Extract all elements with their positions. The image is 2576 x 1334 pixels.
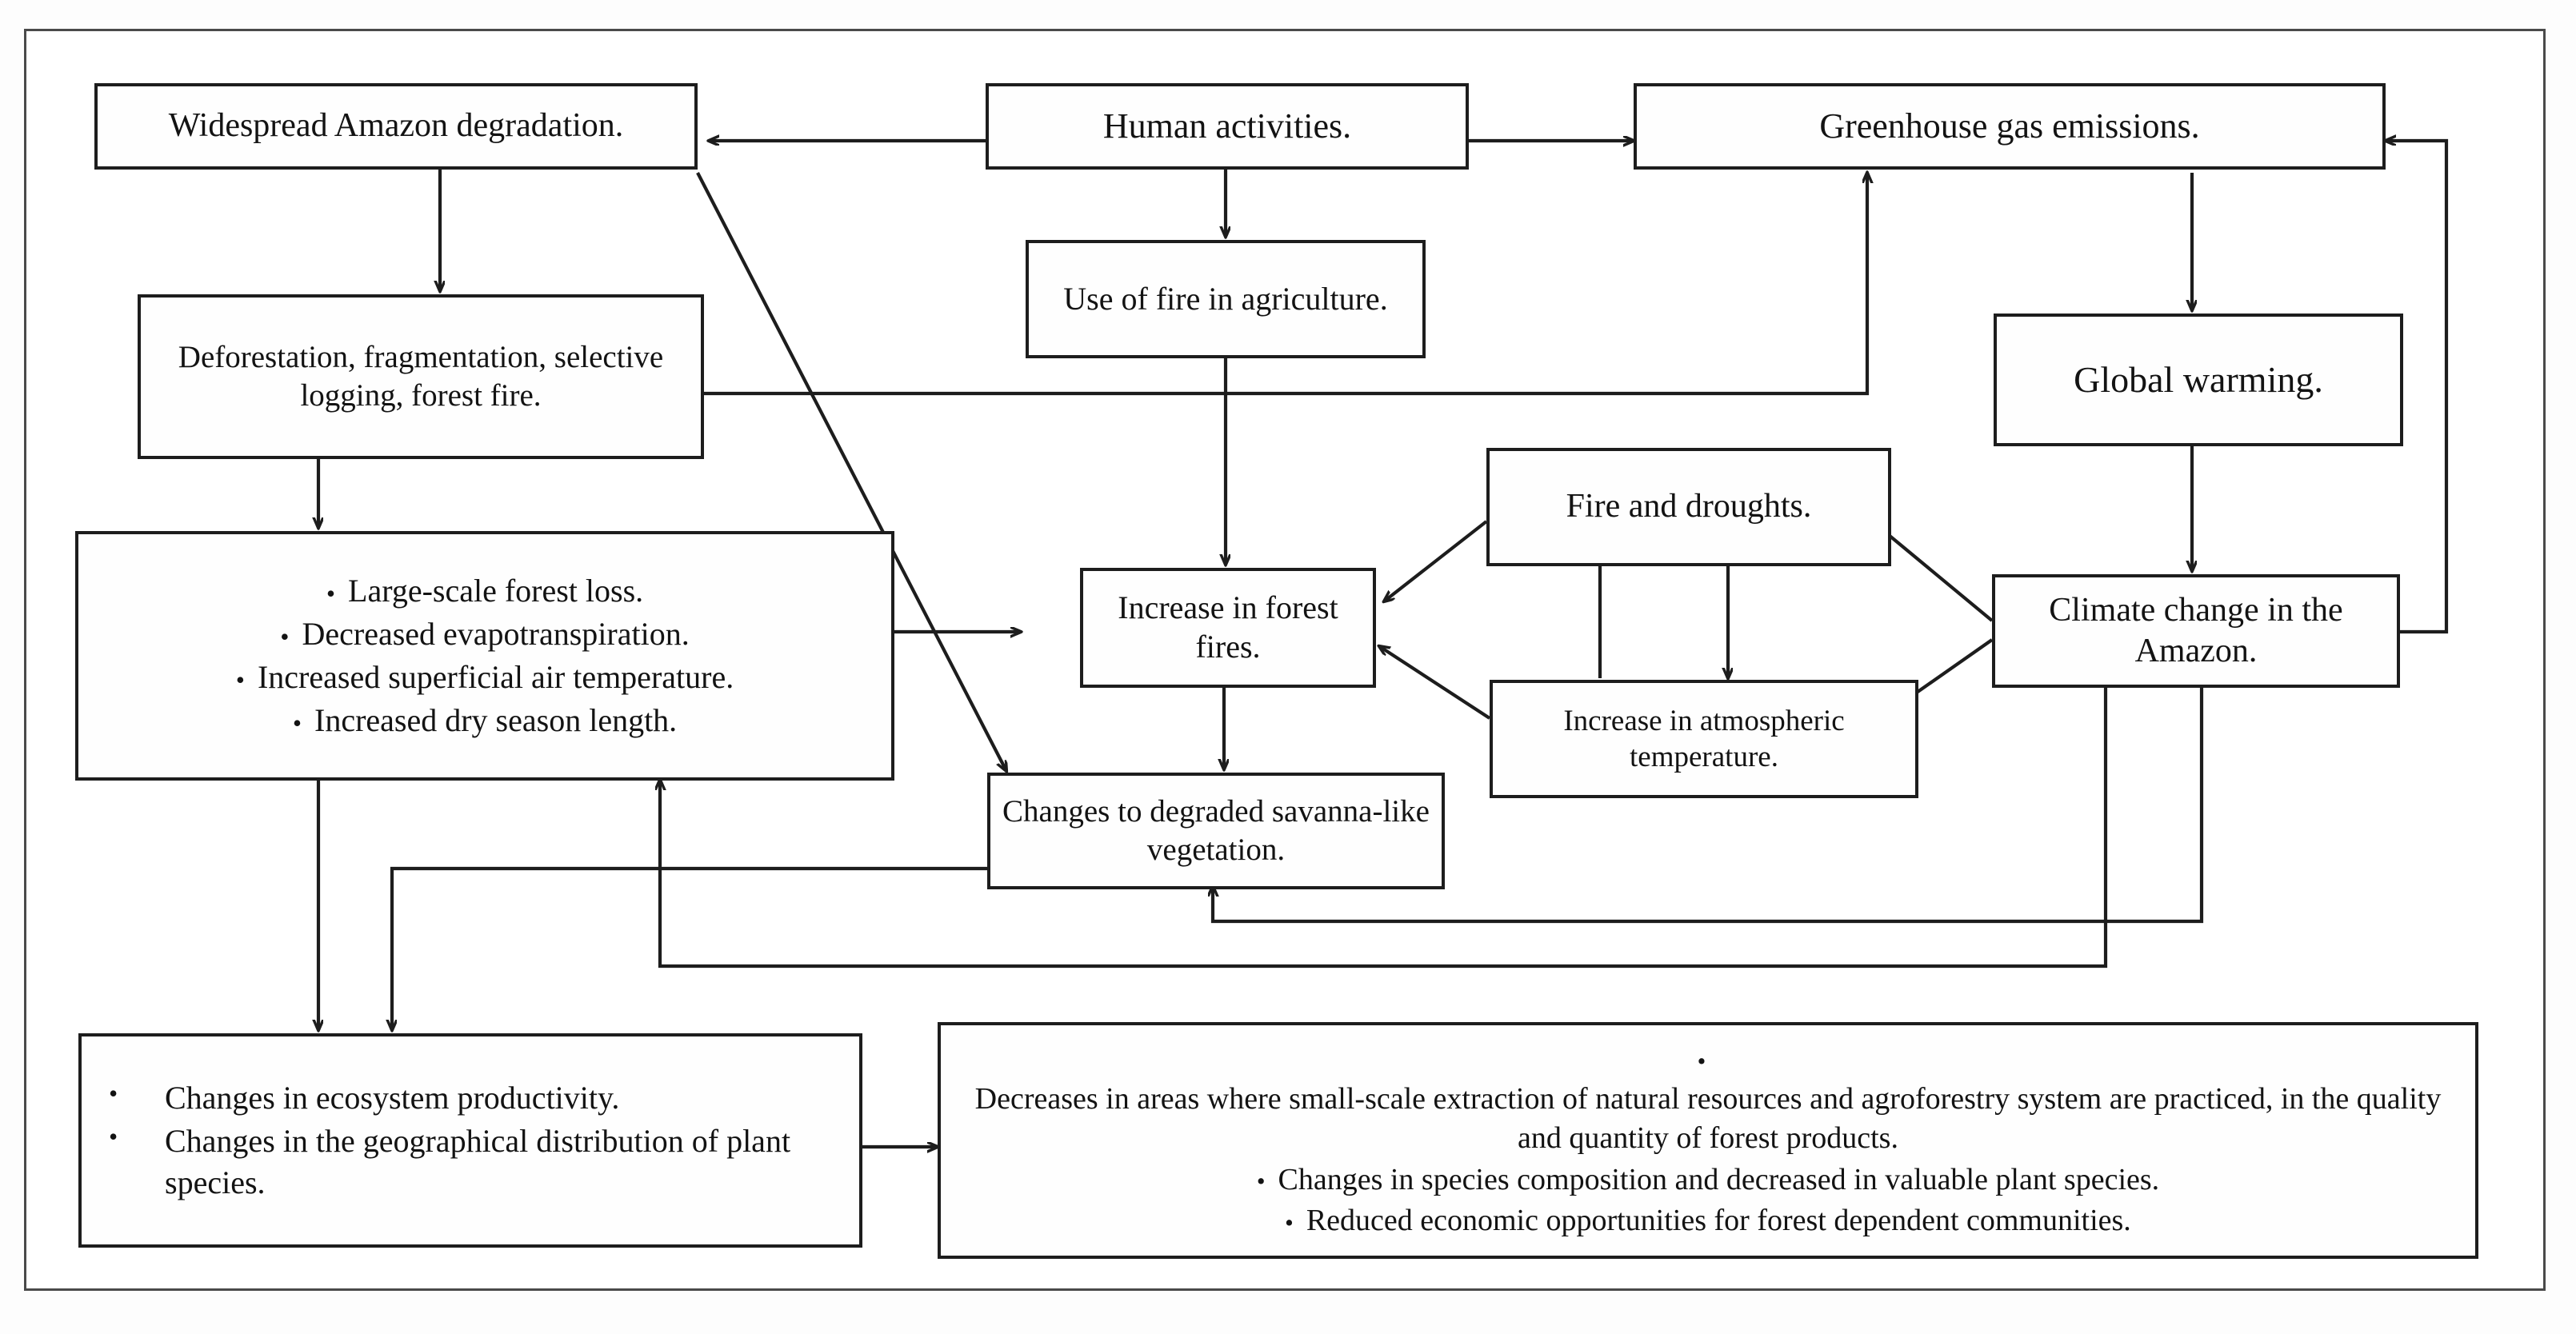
list-item-text: Decreased evapotranspiration. [302,616,690,652]
node-greenhouse-gas-label: Greenhouse gas emissions. [1819,106,2200,146]
bullet-dot: • [280,622,290,652]
node-widespread-degradation-label: Widespread Amazon degradation. [168,107,624,145]
bullet-dot: • [1256,1168,1266,1196]
node-increase-forest-fires[interactable]: Increase in forest fires. [1080,568,1376,688]
bullet-dot: • [235,665,245,695]
node-increase-forest-fires-label: Increase in forest fires. [1118,589,1338,665]
node-deforestation[interactable]: Deforestation, fragmentation, selective … [138,294,704,459]
socioeconomic-items: • Decreases in areas where small-scale ex… [952,1039,2464,1243]
bullet-dot: • [292,709,302,738]
node-atmospheric-temperature[interactable]: Increase in atmospheric temperature. [1490,680,1918,798]
list-item-text: Decreases in areas where small-scale ext… [974,1081,2442,1156]
list-item-text: Changes in ecosystem productivity. [165,1080,620,1116]
node-savanna-vegetation[interactable]: Changes to degraded savanna-like vegetat… [987,773,1445,889]
bullet-dot: • [1285,1208,1294,1236]
node-human-activities-label: Human activities. [1102,106,1352,146]
bullet-dot: • [109,1079,118,1108]
node-global-warming[interactable]: Global warming. [1994,314,2403,446]
list-item-text: Changes in the geographical distribution… [165,1123,791,1200]
bullet-dot: • [109,1122,118,1151]
node-deforestation-label: Deforestation, fragmentation, selective … [178,340,664,413]
node-use-of-fire-label: Use of fire in agriculture. [1063,280,1388,317]
list-item-text: Increased dry season length. [314,702,678,738]
list-item: • Changes in the geographical distributio… [101,1120,856,1204]
list-item: • Reduced economic opportunities for fore… [952,1201,2464,1240]
node-climate-change-label: Climate change in the Amazon. [2049,591,2343,669]
list-item: • Decreased evapotranspiration. [90,613,880,655]
forest-loss-items: • Large-scale forest loss. • Decreased eva… [90,569,880,743]
node-climate-change[interactable]: Climate change in the Amazon. [1992,574,2400,688]
ecosystem-items: • Changes in ecosystem productivity. • Cha… [93,1076,856,1205]
list-item: • Large-scale forest loss. [90,570,880,612]
list-item: • Decreases in areas where small-scale ex… [952,1040,2464,1159]
list-item: • Increased superficial air temperature. [90,657,880,698]
bullet-dot: • [326,579,336,609]
node-use-of-fire[interactable]: Use of fire in agriculture. [1026,240,1426,358]
node-global-warming-label: Global warming. [2074,358,2323,400]
bullet-dot: • [1697,1048,1706,1076]
node-savanna-vegetation-label: Changes to degraded savanna-like vegetat… [1002,794,1430,867]
list-item-text: Large-scale forest loss. [348,573,644,609]
node-socioeconomic-list[interactable]: • Decreases in areas where small-scale ex… [938,1022,2478,1259]
list-item: • Increased dry season length. [90,700,880,741]
list-item-text: Increased superficial air temperature. [257,659,734,695]
node-human-activities[interactable]: Human activities. [986,83,1469,170]
node-forest-loss-list[interactable]: • Large-scale forest loss. • Decreased eva… [75,531,894,781]
list-item: • Changes in species composition and decr… [952,1160,2464,1200]
node-ecosystem-list[interactable]: • Changes in ecosystem productivity. • Cha… [78,1033,862,1248]
node-fire-and-droughts-label: Fire and droughts. [1566,488,1812,525]
list-item: • Changes in ecosystem productivity. [101,1077,856,1119]
node-fire-and-droughts[interactable]: Fire and droughts. [1486,448,1891,566]
node-widespread-degradation[interactable]: Widespread Amazon degradation. [94,83,698,170]
list-item-text: Reduced economic opportunities for fores… [1306,1204,2131,1238]
node-atmospheric-temperature-label: Increase in atmospheric temperature. [1563,704,1845,773]
list-item-text: Changes in species composition and decre… [1278,1162,2160,1196]
node-greenhouse-gas[interactable]: Greenhouse gas emissions. [1634,83,2386,170]
